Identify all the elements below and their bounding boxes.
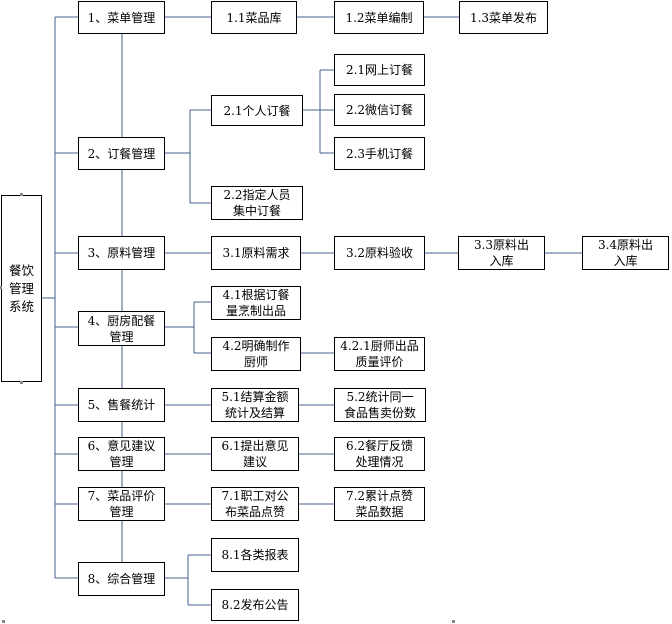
selection-handle[interactable] <box>452 620 455 623</box>
node-2-1-online-order: 2.1网上订餐 <box>334 54 425 86</box>
node-2-3-mobile-order: 2.3手机订餐 <box>334 137 425 170</box>
node-4-2-1-chef-quality-evaluation: 4.2.1厨师出品 质量评价 <box>334 337 425 371</box>
node-1-1-dish-library: 1.1菜品库 <box>211 1 297 34</box>
node-2-2-designated-group-order: 2.2指定人员 集中订餐 <box>211 186 303 220</box>
node-2-2-wechat-order: 2.2微信订餐 <box>334 94 425 126</box>
node-2-order-management: 2、订餐管理 <box>78 137 165 170</box>
node-6-feedback-management: 6、意见建议 管理 <box>78 437 165 471</box>
node-8-2-publish-notice: 8.2发布公告 <box>211 589 299 621</box>
node-5-1-settlement: 5.1结算金额 统计及结算 <box>211 388 299 422</box>
node-5-sales-statistics: 5、售餐统计 <box>78 388 165 422</box>
node-7-2-like-statistics: 7.2累计点赞 菜品数据 <box>334 487 425 521</box>
node-4-kitchen-management: 4、厨房配餐 管理 <box>78 311 165 346</box>
node-7-dish-rating-management: 7、菜品评价 管理 <box>78 487 165 521</box>
node-4-2-assign-chef: 4.2明确制作 厨师 <box>211 337 301 371</box>
selection-handle[interactable] <box>0 286 2 289</box>
node-3-3-material-storage: 3.3原料出 入库 <box>458 236 545 270</box>
node-3-4-material-storage: 3.4原料出 入库 <box>582 236 669 270</box>
selection-handle[interactable] <box>20 193 23 196</box>
node-7-1-staff-like-dishes: 7.1职工对公 布菜品点赞 <box>211 487 299 521</box>
selection-handle[interactable] <box>2 620 5 623</box>
node-3-1-material-demand: 3.1原料需求 <box>211 236 301 270</box>
node-6-2-canteen-response: 6.2餐厅反馈 处理情况 <box>334 437 425 471</box>
node-root-catering-system: 餐饮 管理 系统 <box>1 195 42 382</box>
selection-handle[interactable] <box>20 381 23 384</box>
node-8-general-management: 8、综合管理 <box>78 562 165 596</box>
node-4-1-cook-by-orders: 4.1根据订餐 量烹制出品 <box>211 286 301 320</box>
node-5-2-item-sales-count: 5.2统计同一 食品售卖份数 <box>334 388 426 422</box>
node-3-material-management: 3、原料管理 <box>78 236 165 270</box>
node-8-1-reports: 8.1各类报表 <box>211 538 299 572</box>
node-2-1-personal-order: 2.1个人订餐 <box>211 95 303 126</box>
node-1-3-menu-publish: 1.3菜单发布 <box>459 1 548 34</box>
node-1-2-menu-compile: 1.2菜单编制 <box>334 1 424 34</box>
node-3-2-material-inspection: 3.2原料验收 <box>334 236 425 270</box>
node-1-menu-management: 1、菜单管理 <box>78 1 165 34</box>
node-6-1-submit-feedback: 6.1提出意见 建议 <box>211 437 299 471</box>
